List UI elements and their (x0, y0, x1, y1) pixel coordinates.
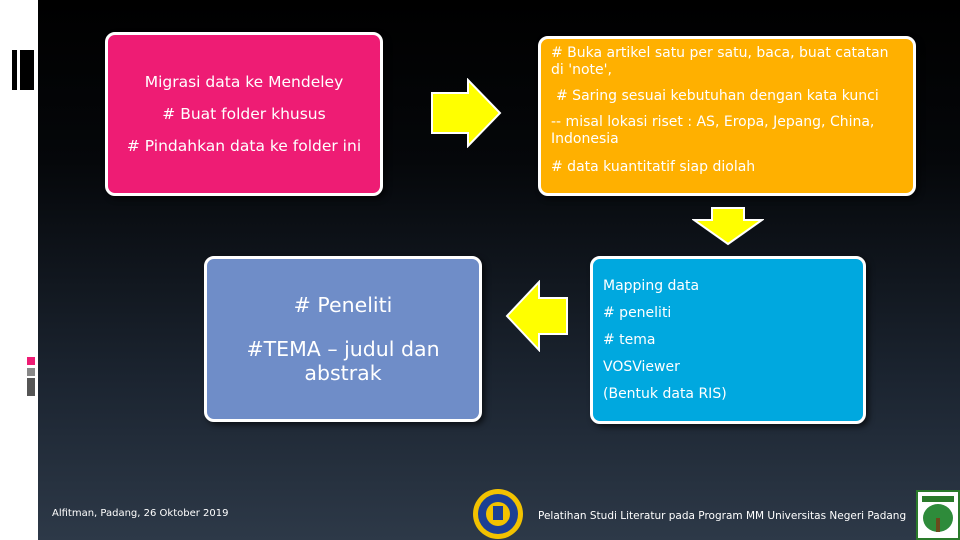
emblem-logo-icon (916, 490, 960, 540)
box-peneliti: # Peneliti #TEMA – judul dan abstrak (204, 256, 482, 422)
box-migrasi: Migrasi data ke Mendeley # Buat folder k… (105, 32, 383, 196)
box-peneliti-line: # Peneliti (293, 293, 393, 317)
arrow-right-icon (431, 78, 502, 148)
box-artikel-line: # data kuantitatif siap diolah (551, 159, 756, 175)
box-migrasi-line: # Pindahkan data ke folder ini (126, 137, 362, 155)
box-migrasi-line: Migrasi data ke Mendeley (144, 73, 344, 91)
box-mapping-line: VOSViewer (603, 359, 680, 375)
side-marker-gray (27, 368, 35, 376)
decor-square-small (12, 50, 17, 90)
box-peneliti-line: #TEMA – judul dan abstrak (246, 337, 440, 385)
side-marker-pink (27, 357, 35, 365)
decor-square-dark (20, 50, 34, 90)
box-mapping: Mapping data # peneliti # tema VOSViewer… (590, 256, 866, 424)
box-artikel: # Buka artikel satu per satu, baca, buat… (538, 36, 916, 196)
university-logo-icon (473, 489, 523, 539)
footer-author: Alfitman, Padang, 26 Oktober 2019 (52, 508, 229, 519)
box-mapping-line: # tema (603, 332, 656, 348)
side-marker-dark (27, 378, 35, 396)
footer-program: Pelatihan Studi Literatur pada Program M… (538, 510, 907, 522)
box-migrasi-line: # Buat folder khusus (162, 105, 326, 123)
arrow-down-icon (692, 207, 764, 246)
box-artikel-line: -- misal lokasi riset : AS, Eropa, Jepan… (551, 114, 875, 147)
arrow-left-icon (505, 280, 568, 352)
box-mapping-line: # peneliti (603, 305, 672, 321)
left-margin-bar (0, 0, 38, 540)
box-artikel-line: # Saring sesuai kebutuhan dengan kata ku… (556, 88, 879, 104)
box-artikel-line: # Buka artikel satu per satu, baca, buat… (551, 45, 889, 78)
box-mapping-line: Mapping data (603, 278, 700, 294)
box-mapping-line: (Bentuk data RIS) (603, 386, 727, 402)
